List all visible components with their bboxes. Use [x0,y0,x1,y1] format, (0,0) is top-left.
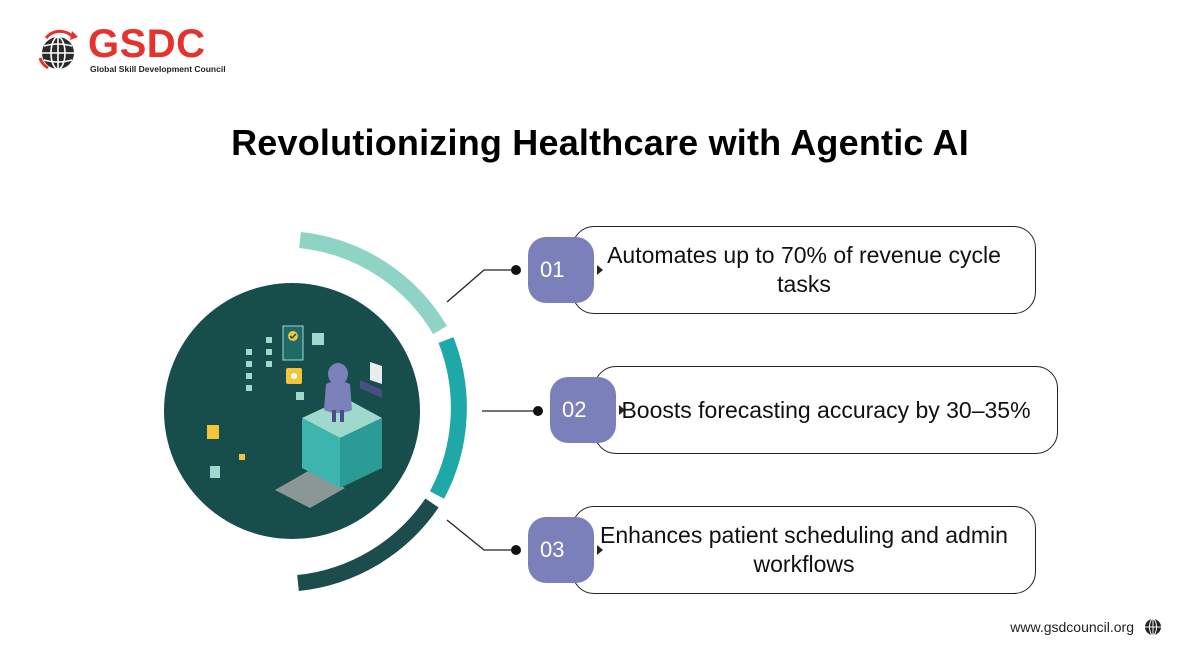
footer-url-text: www.gsdcouncil.org [1010,619,1134,635]
logo-wordmark: GSDC [88,22,206,66]
arc-segment-bottom [297,498,439,591]
feature-text-2: Boosts forecasting accuracy by 30–35% [621,396,1031,423]
arc-segment-middle [429,337,467,499]
floating-tiles [207,333,324,478]
floor-shadow [275,470,345,508]
footer-link[interactable]: www.gsdcouncil.org [1010,618,1162,636]
number-badge-3: 03 [528,517,603,583]
logo-tagline: Global Skill Development Council [90,64,226,74]
feature-text-3: Enhances patient scheduling and admin wo… [600,522,1008,577]
person-figure-icon [324,363,352,422]
document-panel-icon [282,325,304,361]
globe-logo-icon [38,29,78,70]
number-badge-2: 02 [550,377,625,443]
feature-card-1: Automates up to 70% of revenue cycle tas… [572,226,1036,314]
arc-segment-top [299,232,447,335]
feature-text-1: Automates up to 70% of revenue cycle tas… [607,242,1001,297]
globe-icon [1145,618,1161,636]
feature-card-3: Enhances patient scheduling and admin wo… [572,506,1036,594]
gsdc-logo: GSDC Global Skill Development Council [38,20,238,80]
page-title: Revolutionizing Healthcare with Agentic … [231,122,969,163]
number-badge-1: 01 [528,237,603,303]
feature-card-2: Boosts forecasting accuracy by 30–35% [594,366,1058,454]
yellow-badge-icon [286,368,302,384]
illustration-circle [164,283,420,539]
